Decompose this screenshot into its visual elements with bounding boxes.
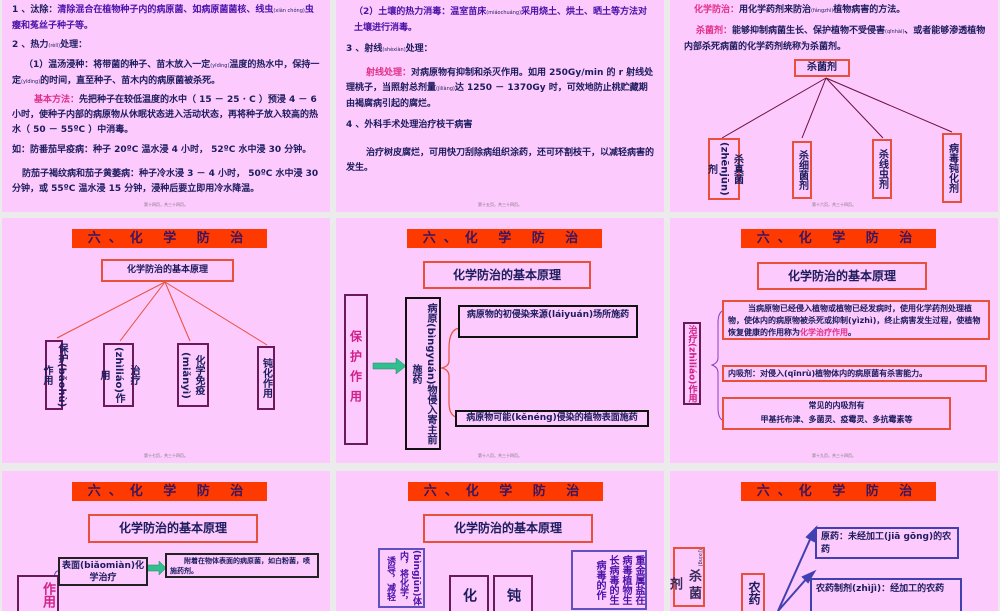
subtitle-box: 化学防治的基本原理 — [423, 514, 593, 543]
fungicide-root-box: 杀菌剂 — [794, 59, 850, 77]
slide-4[interactable]: 六、化 学 防 治 化学防治的基本原理 保护(bǎohù)作用 治疗(zhìli… — [2, 218, 330, 463]
principle-box: 化学防治的基本原理 — [101, 259, 234, 282]
therapy-box: 治疗(zhìliáo)作用 — [683, 322, 701, 405]
heavy-metal-box: 重金属盐在病毒植物生长病毒的生病毒的作 — [571, 550, 647, 610]
pesticide-box: 农药 — [741, 573, 765, 611]
text-line: 防茄子褐纹病和茄子黄萎病：种子冷水浸 3 － 4 小时， 50ºC 水中浸 30… — [12, 169, 319, 194]
page-footer: 第十八页，共三十四页。 — [478, 453, 522, 458]
subtitle-box: 化学防治的基本原理 — [423, 261, 591, 289]
slide-title: 六、化 学 防 治 — [407, 229, 602, 248]
therapy-def-box: 当病原物已经侵入植物或植物已经发病时，使用化学药剂处理植物，使体内的病原物被杀死… — [722, 300, 990, 340]
slide-title: 六、化 学 防 治 — [741, 229, 936, 248]
common-systemic-box: 常见的内吸剂有 甲基托布津、多菌灵、疫霉灵、多抗霉素等 — [722, 397, 951, 430]
text-line: 1 、汰除：清除混合在植物种子内的病原菌、如病原菌菌核、线虫(xiàn chón… — [12, 5, 314, 31]
text-line: 如：防番茄早疫病：种子 20ºC 温水浸 4 小时， 52ºC 水中浸 30 分… — [12, 145, 312, 155]
fungicide-box: (jìxíng)杀菌剂 — [670, 547, 705, 607]
text-line: 4 、外科手术处理治疗枝干病害 — [346, 120, 473, 130]
slide-9[interactable]: 六、化 学 防 治 (jìxíng)杀菌剂 农药 原药：未经加工(jiā gōn… — [670, 471, 998, 611]
definition-fungicide: 杀菌剂：能够抑制病菌生长、保护植物不受侵害(qīnhài)、或者能够渗透植物内部… — [684, 26, 986, 52]
surface-therapy-box: 表面(biǎomiàn)化学治疗 — [58, 557, 148, 586]
text-line: 治疗树皮腐烂，可用快刀刮除病组织涂药，还可环割枝干，以减轻病害的发生。 — [346, 148, 655, 173]
child-box: 杀真菌(zhēnjūn)剂 — [706, 138, 743, 200]
surface-box: 病原物可能(kěnéng)侵染的植物表面施药 — [455, 410, 649, 427]
child-box: 钝化作用 — [257, 346, 275, 410]
common-systemic-list: 甲基托布津、多菌灵、疫霉灵、多抗霉素等 — [760, 415, 913, 424]
passivation-box: 钝 — [493, 575, 533, 611]
raw-pesticide-box: 原药：未经加工(jiā gōng)的农药 — [815, 527, 959, 559]
systemic-box: 内吸剂：对侵入(qīnrù)植物体内的病原菌有杀害能力。 — [722, 365, 987, 382]
slide-3[interactable]: 化学防治：用化学药剂来防治(fángzhì)植物病害的方法。 杀菌剂：能够抑制病… — [670, 0, 998, 212]
child-box: 保护(bǎohù)作用 — [41, 340, 67, 410]
slide-8[interactable]: 六、化 学 防 治 化学防治的基本原理 (bìngjūn)体内，将化学，诱导，减… — [336, 471, 664, 611]
page-footer: 第十五页，共三十四页。 — [478, 202, 522, 207]
child-box: 化学免疫(miǎnyì) — [177, 343, 209, 407]
immunity-desc-box: (bìngjūn)体内，将化学，诱导，减轻 — [378, 548, 425, 608]
slide-title: 六、化 学 防 治 — [72, 482, 267, 501]
text-line: 2 、热力(rèlì)处理： — [12, 40, 88, 50]
text-line: 3 、射线(shèxiàn)处理： — [346, 44, 433, 54]
text-line: （1）温汤浸种：将带菌的种子、苗木放入一定(yīdìng)温度的热水中，保持一定… — [12, 60, 320, 86]
before-infection-box: 病原(bìngyuán)物侵入寄主前施药 — [405, 297, 441, 450]
slide-1[interactable]: 1 、汰除：清除混合在植物种子内的病原菌、如病原菌菌核、线虫(xiàn chón… — [2, 0, 330, 212]
chem-box: 化 — [449, 575, 489, 611]
slide-title: 六、化 学 防 治 — [72, 229, 267, 248]
slide-5[interactable]: 六、化 学 防 治 化学防治的基本原理 保护作用 病原(bìngyuán)物侵入… — [336, 218, 664, 463]
page-footer: 第十四页，共三十四页。 — [144, 202, 188, 207]
child-box: 治疗(zhìliáo)作用 — [98, 343, 139, 407]
protection-box: 保护作用 — [344, 294, 368, 445]
slide-7[interactable]: 六、化 学 防 治 化学防治的基本原理 作用 表面(biǎomiàn)化学治疗 … — [2, 471, 330, 611]
subtitle-box: 化学防治的基本原理 — [88, 514, 258, 543]
page-footer: 第十九页，共三十四页。 — [812, 453, 856, 458]
formulation-box: 农药制剂(zhìjì)：经加工的农药 — [810, 578, 962, 611]
page-footer: 第十六页，共三十四页。 — [812, 202, 856, 207]
slide-6[interactable]: 六、化 学 防 治 化学防治的基本原理 治疗(zhìliáo)作用 当病原物已经… — [670, 218, 998, 463]
text-line: （2）土壤的热力消毒：温室苗床(miáochuáng)采用烧土、烘土、晒土等方法… — [354, 7, 648, 33]
text-line: 射线处理：对病原物有抑制和杀灭作用。如用 250Gy/min 的 r 射线处理桃… — [346, 68, 654, 109]
slide-title: 六、化 学 防 治 — [741, 482, 936, 501]
child-box: 病毒钝化剂 — [942, 133, 962, 203]
surface-desc-box: 附着在物体表面的病原菌，如白粉菌，喷施药剂。 — [165, 553, 319, 578]
child-box: 杀线虫剂 — [872, 139, 892, 199]
common-systemic-heading: 常见的内吸剂有 — [808, 401, 865, 410]
definition-chem-control: 化学防治：用化学药剂来防治(fángzhì)植物病害的方法。 — [694, 5, 906, 15]
page-footer: 第十七页，共三十四页。 — [144, 453, 188, 458]
slide-title: 六、化 学 防 治 — [408, 482, 603, 501]
subtitle-box: 化学防治的基本原理 — [757, 262, 927, 290]
slide-2[interactable]: （2）土壤的热力消毒：温室苗床(miáochuáng)采用烧土、烘土、晒土等方法… — [336, 0, 664, 212]
child-box: 杀细菌剂 — [792, 141, 812, 199]
source-box: 病原物的初侵染来源(láiyuán)场所施药 — [458, 305, 638, 338]
action-box: 作用 — [17, 575, 59, 611]
text-line: 基本方法：先把种子在较低温度的水中（ 15 － 25 · C ）预浸 4 － 6… — [12, 95, 319, 135]
